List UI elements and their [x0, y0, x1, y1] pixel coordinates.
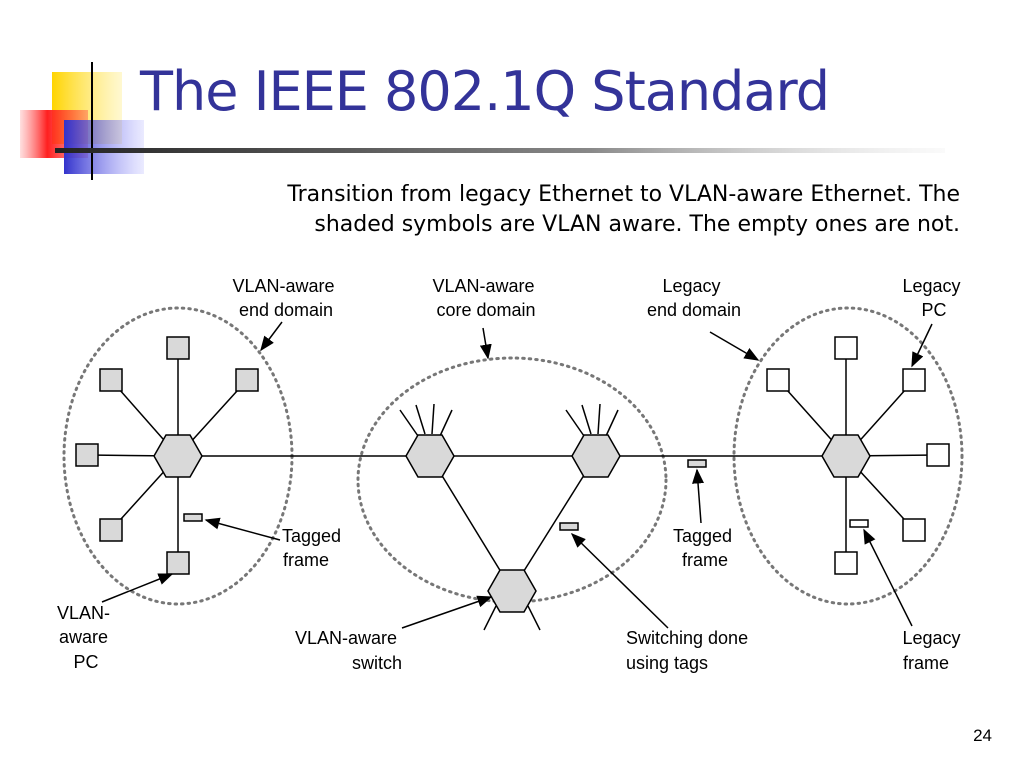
vlan-aware-core-switch-3 — [487, 569, 537, 613]
vlan-aware-pc — [166, 336, 190, 360]
vlan-aware-switch-left — [153, 434, 203, 478]
legacy-pc — [902, 518, 926, 542]
core-switch-fan-lines — [399, 403, 619, 631]
label-tagged-frame-right: Tagged frame — [673, 526, 737, 570]
legacy-pcs — [766, 336, 950, 575]
label-legacy-frame: Legacy frame — [902, 628, 965, 673]
label-vlan-aware-core-domain: VLAN-aware core domain — [432, 276, 539, 320]
vlan-aware-pc — [235, 368, 259, 392]
vlan-aware-pc — [75, 443, 99, 467]
legacy-pc — [902, 368, 926, 392]
slide-title: The IEEE 802.1Q Standard — [140, 60, 830, 123]
legacy-pc — [926, 443, 950, 467]
subtitle-line-2: shaded symbols are VLAN aware. The empty… — [314, 212, 960, 237]
label-vlan-aware-pc: VLAN- aware PC — [57, 603, 115, 672]
subtitle-line-1: Transition from legacy Ethernet to VLAN-… — [287, 182, 960, 207]
vlan-aware-pc — [99, 518, 123, 542]
callout-arrows — [101, 321, 933, 629]
label-legacy-end-domain: Legacy end domain — [647, 276, 741, 320]
page-number: 24 — [973, 726, 992, 745]
backbone-links — [178, 455, 846, 591]
label-legacy-pc: Legacy PC — [902, 276, 965, 320]
label-tagged-frame-left: Tagged frame — [282, 526, 346, 570]
legacy-pc — [766, 368, 790, 392]
slide-corner-decoration — [20, 62, 144, 180]
slide-subtitle: Transition from legacy Ethernet to VLAN-… — [160, 180, 960, 240]
legacy-frame — [849, 519, 869, 528]
legacy-end-domain-boundary — [732, 306, 964, 606]
vlan-aware-pc — [99, 368, 123, 392]
legacy-pc — [834, 336, 858, 360]
vlan-aware-pc — [166, 551, 190, 575]
vlan-aware-pcs — [75, 336, 259, 575]
legacy-pc — [834, 551, 858, 575]
label-switching-done: Switching done using tags — [626, 628, 753, 673]
vlan-aware-switch-right — [821, 434, 871, 478]
label-vlan-aware-end-domain: VLAN-aware end domain — [232, 276, 339, 320]
vlan-aware-core-switch-2 — [571, 434, 621, 478]
label-vlan-aware-switch: VLAN-aware switch — [295, 628, 402, 673]
tagged-frame-left — [183, 513, 203, 522]
tagged-frame-right — [687, 459, 707, 468]
vlan-aware-core-switch-1 — [405, 434, 455, 478]
vlan-aware-core-domain-boundary — [356, 356, 668, 604]
tagged-frame-core — [559, 522, 579, 531]
title-underline — [55, 148, 945, 153]
